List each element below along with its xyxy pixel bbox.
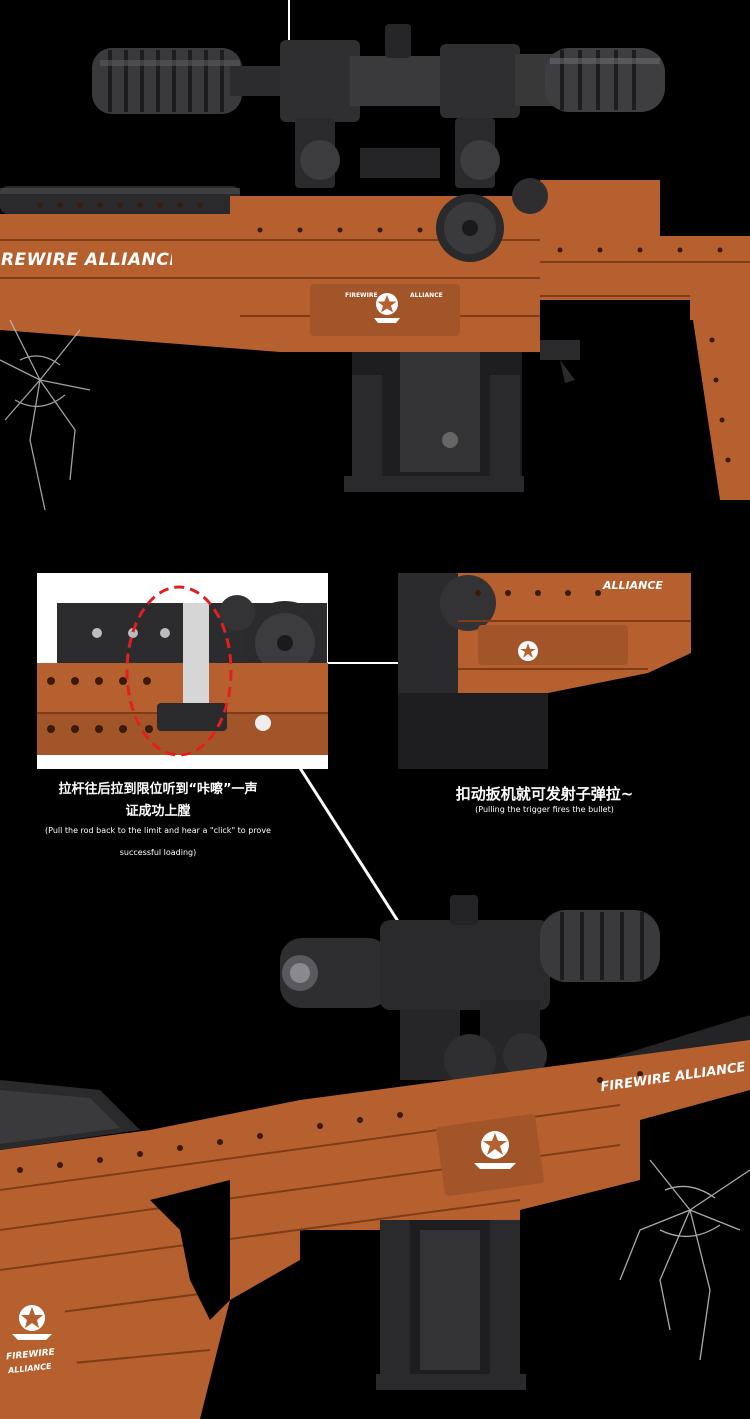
magazine-bottom <box>376 1220 526 1390</box>
top-rifle-image: FIREWIRE ALLIANCE FIREWIRE ALLIANCE <box>0 0 750 540</box>
callout-connector-diagonal <box>298 767 412 941</box>
caption-left-cn-line1: 拉杆往后拉到限位听到“咔嚓”一声 <box>58 782 258 797</box>
top-side-badge-title: FIREWIRE <box>345 292 378 299</box>
emblem-bottom-left-icon <box>10 1300 54 1344</box>
callout-connector-horizontal <box>328 662 398 664</box>
top-side-badge-sub: ALLIANCE <box>410 292 443 299</box>
inset-right-brand-text: ALLIANCE <box>603 579 663 592</box>
caption-right-cn: 扣动扳机就可发射子弹拉~ <box>455 785 634 803</box>
highlight-circle <box>125 585 233 757</box>
top-stock-text: FIREWIRE ALLIANCE <box>0 250 172 270</box>
scope-bottom <box>280 895 660 1010</box>
scope-top <box>92 24 665 122</box>
caption-left-cn-line2: 证成功上膛 <box>125 804 191 819</box>
emblem-bottom-center-icon <box>470 1125 520 1175</box>
caption-right-en: (Pulling the trigger fires the bullet) <box>475 805 614 814</box>
glass-crack-right <box>619 1159 750 1361</box>
scope-mounts <box>295 118 500 188</box>
gear-top <box>436 178 548 262</box>
star-emblem-icon <box>372 290 402 330</box>
rifle-body-bottom <box>0 1040 750 1419</box>
glass-crack-left <box>0 319 91 511</box>
inset-left-loading <box>37 573 328 769</box>
inset-right-trigger: ALLIANCE <box>398 573 691 769</box>
stock-top <box>690 300 750 500</box>
bottom-rifle-image: FIREWIRE ALLIANCE FIREWIRE ALLIANCE <box>0 760 750 1419</box>
magazine-top <box>344 352 524 492</box>
caption-left-en-line1: (Pull the rod back to the limit and hear… <box>45 826 271 835</box>
caption-left-en-line2: successful loading) <box>119 848 197 857</box>
